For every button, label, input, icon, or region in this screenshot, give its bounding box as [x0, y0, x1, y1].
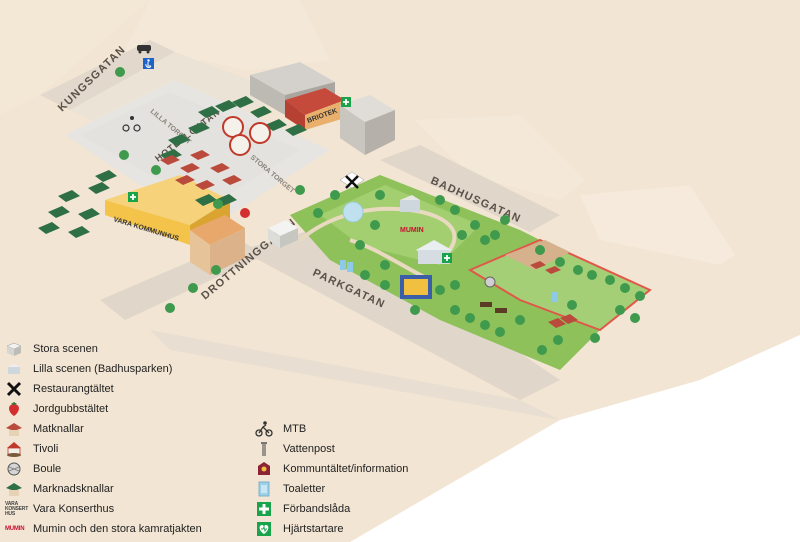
street-parkgatan — [240, 225, 560, 400]
legend-item-forbandslada: Förbandslåda — [255, 499, 350, 519]
legend-label: Restaurangtältet — [33, 383, 114, 395]
trees — [115, 67, 645, 355]
legend-item-lilla-scenen: Lilla scenen (Badhusparken) — [5, 359, 172, 379]
playground-swing — [400, 275, 432, 299]
playground-area — [470, 240, 650, 330]
legend-item-mtb: MTB — [255, 419, 306, 439]
defibrillator-icon — [257, 522, 271, 536]
market-stall-icon — [6, 483, 22, 496]
first-aid-marker — [128, 97, 452, 263]
info-tent-icon — [258, 462, 270, 475]
boule-marker — [484, 276, 496, 288]
food-stall-icon — [6, 423, 22, 436]
mtb-icon — [255, 421, 273, 437]
stora-scenen-map — [268, 220, 298, 248]
legend-label: Jordgubbstältet — [33, 403, 109, 415]
legend-label: Boule — [33, 463, 62, 475]
toilets-map — [340, 260, 558, 302]
mumin-label: MUMIN — [400, 227, 424, 234]
stage-icon — [6, 342, 22, 356]
house-orange — [190, 215, 245, 275]
ground-block-far-right — [580, 185, 735, 265]
strawberry-icon — [9, 402, 19, 416]
carousel-icon — [7, 442, 21, 457]
ground-block-right — [415, 115, 585, 200]
legend-label: Mumin och den stora kamratjakten — [33, 523, 202, 535]
car-marker — [137, 45, 151, 54]
legend-label: Vattenpost — [283, 443, 335, 455]
street-lower — [150, 330, 560, 420]
legend-label: Marknadsknallar — [33, 483, 114, 495]
boule-icon — [7, 462, 21, 476]
legend-label: Tivoli — [33, 443, 59, 455]
legend-item-tivoli: Tivoli — [5, 439, 58, 459]
legend-item-matknallar: Matknallar — [5, 419, 84, 439]
legend-item-marknadsknallar: Marknadsknallar — [5, 479, 114, 499]
water-post-icon — [261, 442, 267, 456]
legend-label: Förbandslåda — [283, 503, 351, 515]
accessibility-marker — [143, 58, 154, 69]
legend-item-vattenpost: Vattenpost — [255, 439, 335, 459]
fountain — [342, 201, 364, 223]
legend-label: Toaletter — [283, 483, 326, 495]
legend-label: Kommuntältet/information — [283, 463, 409, 475]
fenced-area — [505, 240, 570, 270]
legend-item-stora-scenen: Stora scenen — [5, 339, 98, 359]
legend-item-boule: Boule — [5, 459, 61, 479]
legend-item-mumin: MUMIN Mumin och den stora kamratjakten — [5, 519, 202, 539]
legend-label: Vara Konserthus — [33, 503, 115, 515]
market-stalls — [38, 96, 307, 238]
legend-label: Hjärtstartare — [283, 523, 344, 535]
horses-marker — [480, 302, 507, 313]
toilet-icon — [258, 481, 270, 497]
legend-item-restaurangtaltet: Restaurangtältet — [5, 379, 114, 399]
legend-item-vara-konserthus: VARA KONSERT HUS Vara Konserthus — [5, 499, 114, 519]
legend-item-kommuntaltet: Kommuntältet/information — [255, 459, 408, 479]
restaurant-marker — [339, 171, 365, 189]
legend-label: Matknallar — [33, 423, 84, 435]
legend-item-jordgubbstaltet: Jordgubbstältet — [5, 399, 108, 419]
food-stalls — [160, 150, 578, 328]
first-aid-icon — [257, 502, 271, 516]
mtb-marker — [122, 116, 141, 132]
concert-hall-icon: VARA KONSERT HUS — [5, 500, 29, 517]
legend-item-toaletter: Toaletter — [255, 479, 325, 499]
legend-label: Stora scenen — [33, 343, 98, 355]
legend-label: MTB — [283, 423, 307, 435]
strawberry-marker — [240, 208, 250, 218]
legend-label: Lilla scenen (Badhusparken) — [33, 363, 173, 375]
lilla-scenen-map — [400, 195, 420, 212]
restaurant-icon — [6, 381, 22, 397]
tivoli-carousels — [222, 116, 271, 156]
briotek-building: BRIOTEK — [285, 88, 345, 130]
small-stage-icon — [8, 364, 20, 374]
street-badhusgatan — [380, 145, 560, 232]
ground-block-topleft — [0, 0, 150, 115]
building-right-grey — [340, 95, 395, 155]
square-plaza-inner — [80, 92, 300, 200]
legend-item-hjartstartare: Hjärtstartare — [255, 519, 344, 539]
street-kungsgatan — [40, 40, 175, 110]
mumin-icon: MUMIN — [5, 526, 25, 532]
